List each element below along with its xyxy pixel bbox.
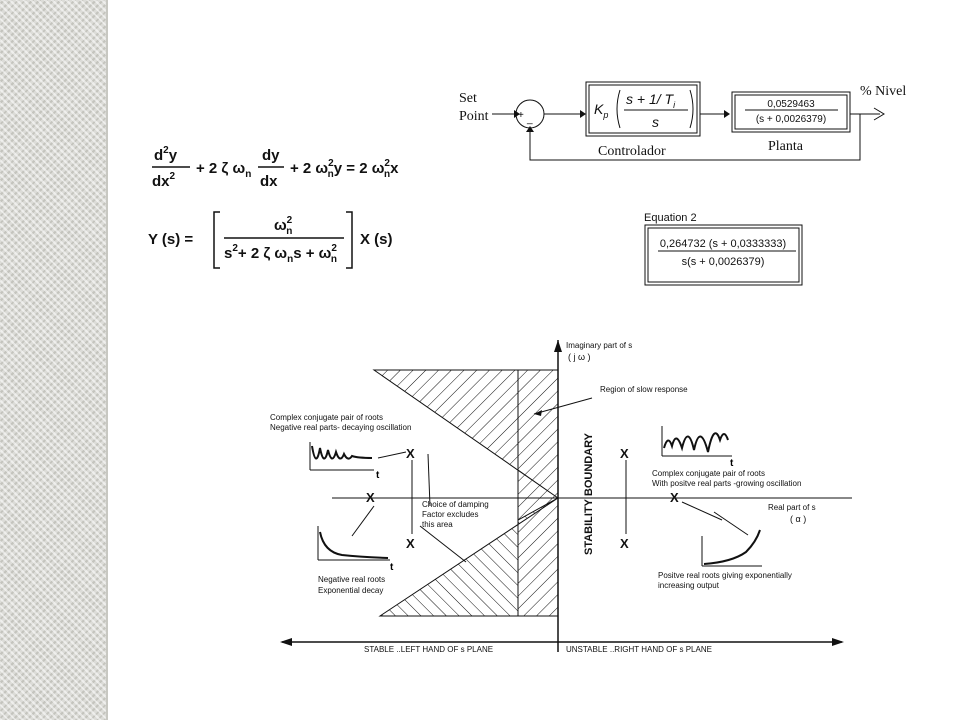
svg-text:% Nivel: % Nivel — [860, 84, 906, 99]
svg-text:X: X — [620, 446, 629, 461]
svg-text:s(s + 0,0026379): s(s + 0,0026379) — [682, 256, 765, 268]
exponential-decay-plot: t — [317, 526, 394, 573]
svg-text:_: _ — [526, 114, 533, 125]
svg-text:Real part of s: Real part of s — [768, 503, 816, 512]
damping-excluded-lower — [378, 497, 559, 617]
svg-text:Equation 2: Equation 2 — [644, 212, 697, 224]
svg-text:Planta: Planta — [768, 139, 804, 154]
svg-text:Controlador: Controlador — [598, 144, 666, 159]
decaying-oscillation-plot: t — [309, 442, 380, 481]
svg-text:Factor excludes: Factor excludes — [422, 510, 478, 519]
svg-text:X (s): X (s) — [360, 231, 393, 248]
svg-text:Exponential decay: Exponential decay — [318, 586, 383, 595]
svg-text:Positve real roots giving expo: Positve real roots giving exponentially — [658, 571, 792, 580]
exponential-growth-plot — [701, 529, 762, 567]
svg-text:Complex conjugate pair of root: Complex conjugate pair of roots — [270, 413, 383, 422]
svg-text:Y (s) =: Y (s) = — [148, 231, 193, 248]
growing-oscillation-plot: t — [661, 426, 734, 469]
svg-text:X: X — [620, 536, 629, 551]
svg-text:t: t — [390, 562, 394, 573]
s-plane-svg: Imaginary part of s ( j ω ) Region of sl… — [270, 340, 852, 654]
s-plane-diagram: Imaginary part of s ( j ω ) Region of sl… — [262, 330, 862, 660]
svg-text:(s + 0,0026379): (s + 0,0026379) — [756, 114, 826, 125]
svg-text:Negative real roots: Negative real roots — [318, 575, 385, 584]
equation-2-svg: Equation 2 0,264732 (s + 0,0333333) s(s … — [644, 212, 803, 286]
svg-text:Kp: Kp — [594, 101, 608, 120]
svg-text:X: X — [406, 446, 415, 461]
svg-text:( α ): ( α ) — [790, 514, 806, 524]
svg-text:X: X — [366, 490, 375, 505]
svg-text:s: s — [652, 114, 659, 130]
svg-text:increasing output: increasing output — [658, 581, 720, 590]
svg-text:d2y: d2y — [154, 145, 178, 164]
svg-text:With positve real parts -growi: With positve real parts -growing oscilla… — [652, 479, 801, 488]
svg-text:+ 2 ζ ωn: + 2 ζ ωn — [196, 160, 251, 180]
svg-text:X: X — [670, 490, 679, 505]
svg-text:dx: dx — [260, 173, 278, 190]
svg-text:STABLE ..LEFT HAND OF s PLANE: STABLE ..LEFT HAND OF s PLANE — [364, 645, 493, 654]
svg-text:t: t — [730, 458, 734, 469]
svg-text:+: + — [518, 110, 524, 121]
svg-text:this area: this area — [422, 520, 453, 529]
svg-text:Negative real parts- decaying: Negative real parts- decaying oscillatio… — [270, 423, 411, 432]
svg-text:0,0529463: 0,0529463 — [767, 99, 815, 110]
svg-text:( j ω ): ( j ω ) — [568, 352, 591, 362]
svg-text:STABILITY BOUNDARY: STABILITY BOUNDARY — [583, 432, 595, 555]
equation-2-box: Equation 2 0,264732 (s + 0,0333333) s(s … — [640, 210, 810, 290]
svg-text:X: X — [406, 536, 415, 551]
svg-text:dy: dy — [262, 147, 280, 164]
block-diagram-svg: Set Point + _ Kp s + 1/ Ti s Controlador… — [459, 81, 906, 161]
svg-text:Set: Set — [459, 91, 477, 106]
svg-text:t: t — [376, 470, 380, 481]
svg-text:Point: Point — [459, 109, 489, 124]
svg-text:Complex conjugate pair of root: Complex conjugate pair of roots — [652, 469, 765, 478]
svg-text:ω2n: ω2n — [274, 215, 293, 237]
svg-text:s + 1/ Ti: s + 1/ Ti — [626, 91, 676, 110]
svg-text:dx2: dx2 — [152, 171, 176, 190]
damping-excluded-upper — [372, 369, 559, 499]
decorative-sidebar — [0, 0, 106, 720]
slow-response-region — [517, 369, 559, 617]
svg-text:Choice of damping: Choice of damping — [422, 500, 489, 509]
block-diagram: Set Point + _ Kp s + 1/ Ti s Controlador… — [452, 78, 922, 168]
svg-text:UNSTABLE ..RIGHT HAND OF s PLA: UNSTABLE ..RIGHT HAND OF s PLANE — [566, 645, 712, 654]
svg-text:Region of slow response: Region of slow response — [600, 385, 688, 394]
svg-text:0,264732 (s + 0,0333333): 0,264732 (s + 0,0333333) — [660, 238, 786, 250]
svg-text:Imaginary part of s: Imaginary part of s — [566, 341, 632, 350]
sidebar-divider — [106, 0, 108, 720]
